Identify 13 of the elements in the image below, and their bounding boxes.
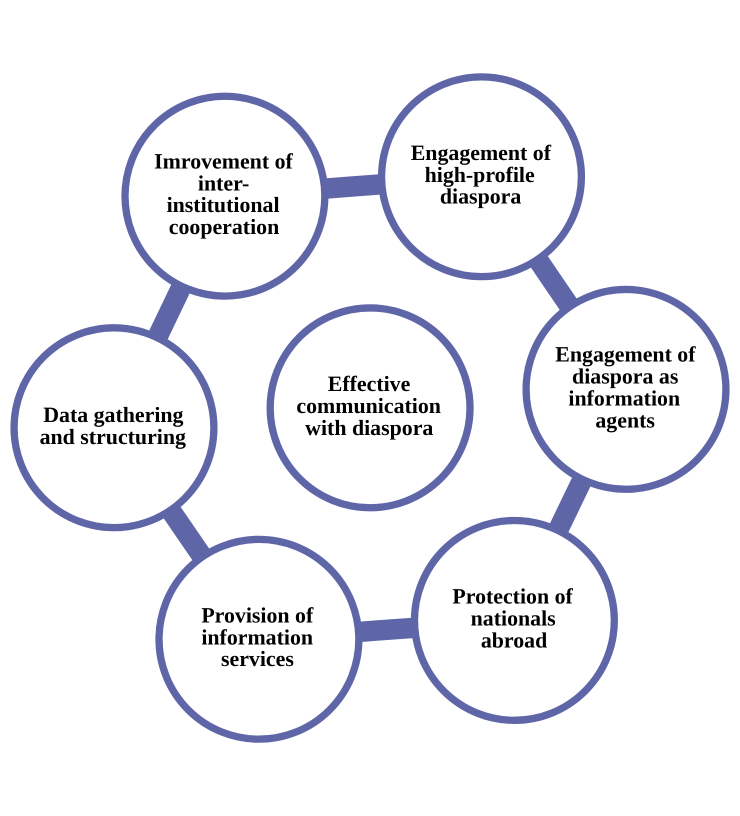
- connector: [358, 618, 416, 642]
- connector: [324, 174, 382, 199]
- node-circle: Provision of information services: [155, 536, 362, 743]
- node-circle: Engagement of diaspora as information agents: [522, 286, 730, 493]
- node-circle: Effective communication with diaspora: [266, 304, 474, 512]
- connector: [548, 475, 592, 535]
- node-circle: Data gathering and structuring: [10, 324, 218, 532]
- node-circle: Engagement of high-profile diaspora: [378, 73, 586, 280]
- node-circle: Protection of nationals abroad: [410, 516, 618, 724]
- connector: [529, 254, 578, 312]
- connector: [162, 504, 211, 562]
- node-circle: Imrovement of inter-institutional cooperation: [121, 92, 328, 300]
- connector: [148, 282, 191, 342]
